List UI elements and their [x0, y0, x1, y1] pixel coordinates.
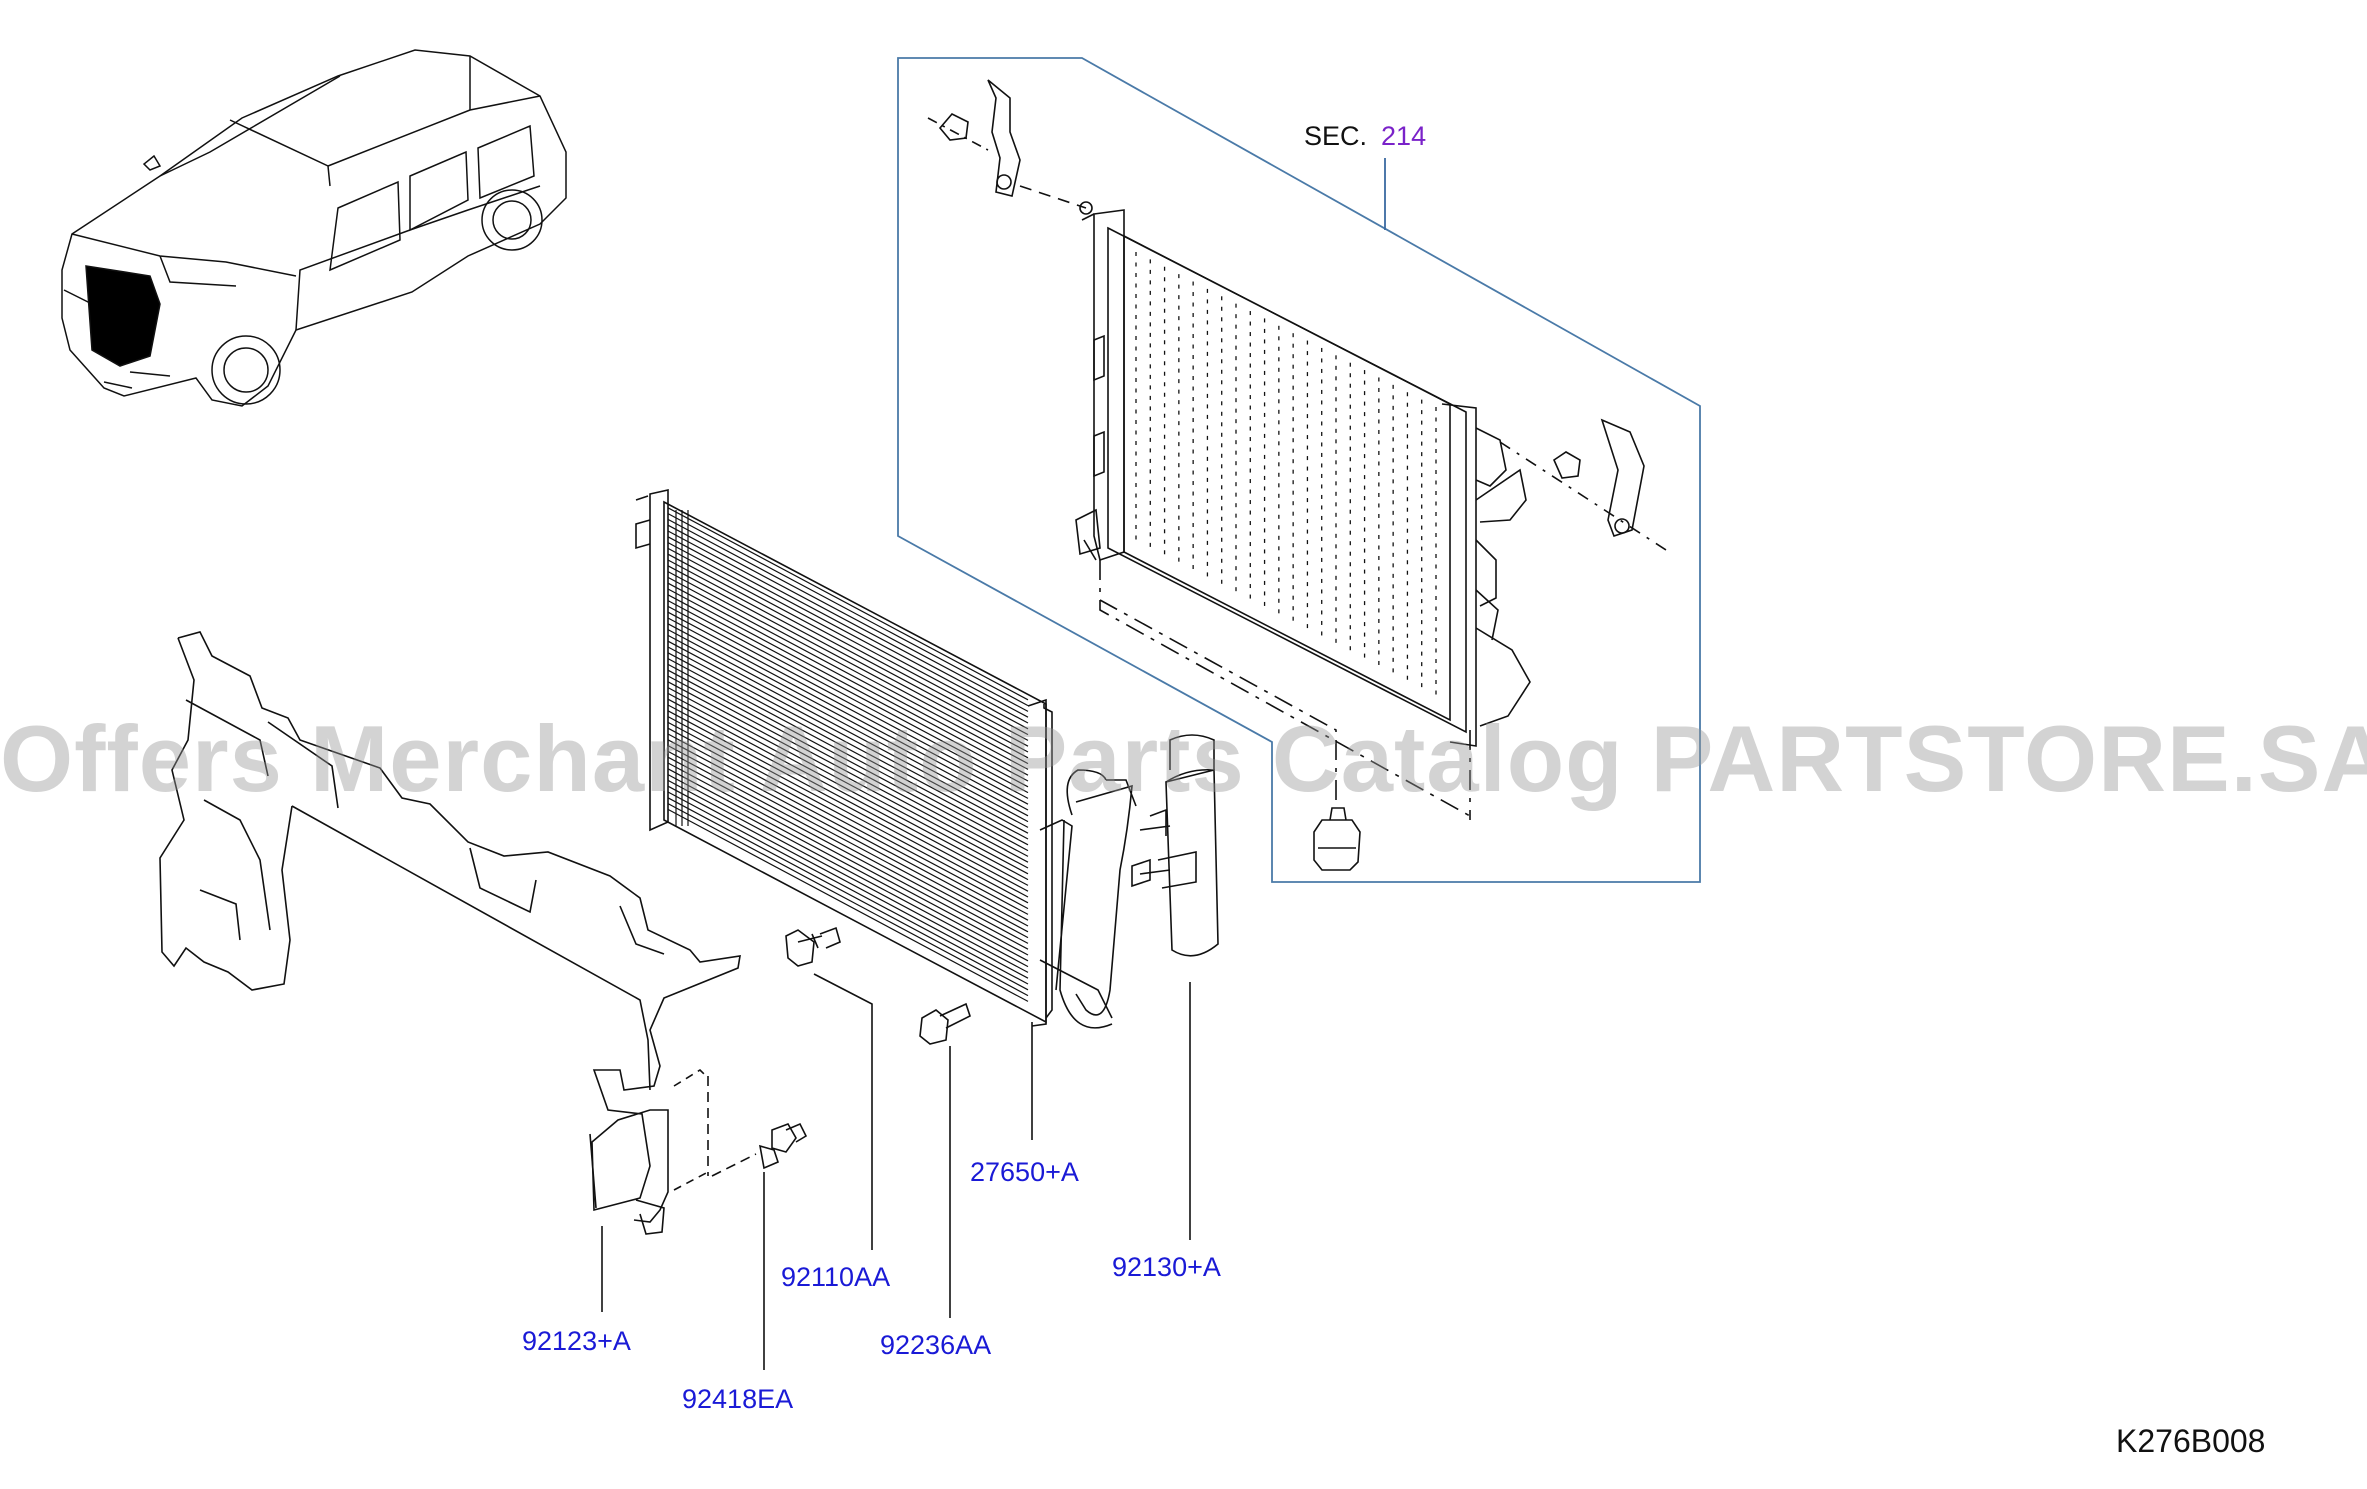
part-label-92123[interactable]: 92123+A — [522, 1326, 631, 1356]
diagram-code: K276B008 — [2116, 1423, 2266, 1459]
condenser-core-tubes — [667, 507, 1029, 1002]
part-label-92418[interactable]: 92418EA — [682, 1384, 794, 1414]
condenser — [635, 489, 1053, 1027]
upper-bracket-left — [927, 79, 1087, 209]
part-label-92110[interactable]: 92110AA — [781, 1262, 891, 1292]
radiator-mount-bushing — [1313, 807, 1361, 871]
accumulator-bottle — [1131, 734, 1219, 957]
bolt-92236 — [919, 1002, 971, 1045]
clip-92418 — [711, 1122, 808, 1177]
radiator — [1075, 201, 1531, 747]
receiver-drier — [1039, 769, 1137, 1029]
section-number-link[interactable]: 214 — [1381, 121, 1427, 151]
part-label-92130[interactable]: 92130+A — [1112, 1252, 1221, 1282]
part-label-27650[interactable]: 27650+A — [970, 1157, 1079, 1187]
leader-lines — [601, 973, 1191, 1370]
section-frame — [897, 57, 1701, 883]
vehicle-thumbnail — [61, 49, 567, 407]
air-deflector — [159, 631, 741, 1235]
radiator-center-lines — [1099, 560, 1471, 820]
section-prefix: SEC. — [1304, 121, 1368, 151]
part-label-92236[interactable]: 92236AA — [880, 1330, 992, 1360]
radiator-core-fins — [1135, 252, 1437, 695]
section-reference: SEC. 214 — [1304, 121, 1426, 151]
upper-bracket-right — [1499, 418, 1667, 551]
clip-bolt-92110 — [785, 926, 841, 967]
